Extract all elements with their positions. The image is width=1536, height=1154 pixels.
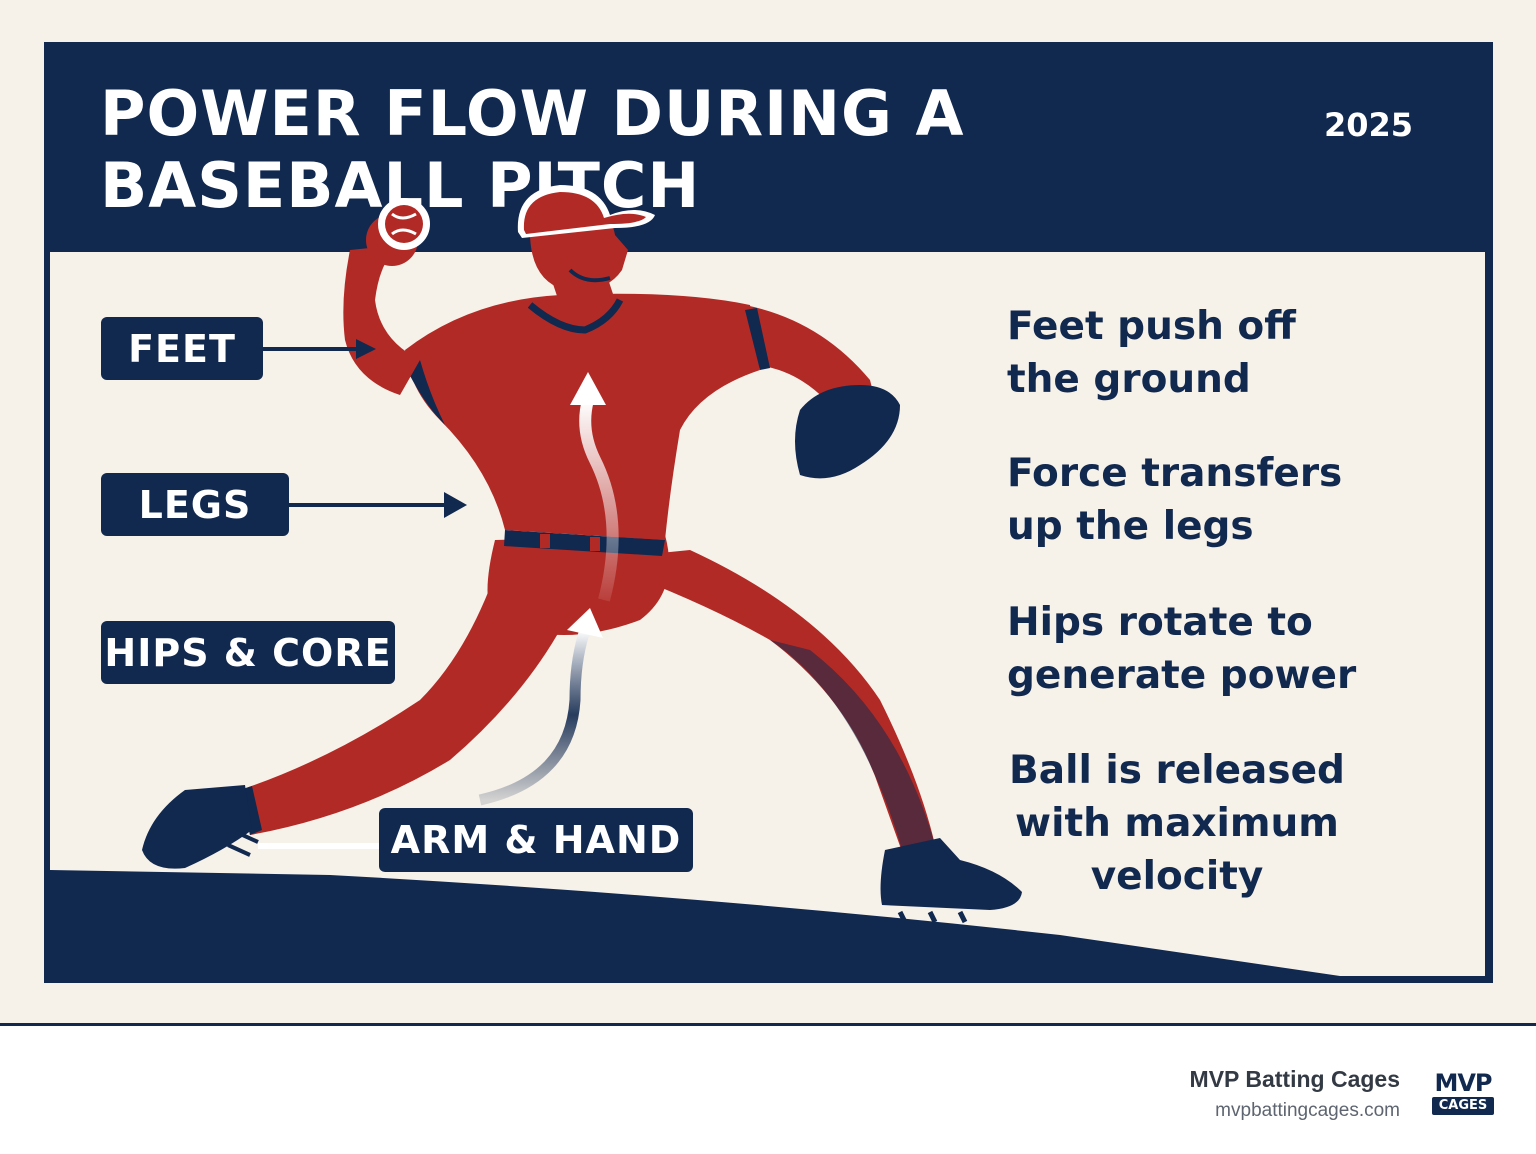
footer: MVP Batting Cages mvpbattingcages.com MV… <box>0 1026 1536 1154</box>
label-hips-core: HIPS & CORE <box>101 621 395 684</box>
legs-pointer-arrow <box>288 492 467 518</box>
power-flow-arrow-upper <box>579 398 619 602</box>
baseball-icon <box>378 198 430 250</box>
cap-icon <box>517 185 655 238</box>
brand-url-link[interactable]: mvpbattingcages.com <box>1215 1100 1400 1121</box>
glove-icon <box>795 385 900 479</box>
throwing-arm <box>343 245 420 395</box>
hips <box>487 535 670 635</box>
brand-name: MVP Batting Cages <box>1189 1066 1400 1092</box>
pitching-mound <box>50 870 1340 976</box>
footer-divider <box>0 1023 1536 1026</box>
step-feet-text: Feet push off the ground <box>1007 304 1296 402</box>
label-legs: LEGS <box>101 473 289 536</box>
logo-text-bottom: CAGES <box>1432 1097 1494 1115</box>
step-hips-text: Hips rotate to generate power <box>1007 600 1357 698</box>
year-badge: 2025 <box>1324 106 1414 144</box>
front-shoe <box>880 838 1022 910</box>
step-legs-text: Force transfers up the legs <box>1007 451 1343 549</box>
power-flow-arrow-lower <box>478 628 591 806</box>
back-leg <box>240 560 560 835</box>
back-shoe <box>142 785 252 869</box>
label-feet: FEET <box>101 317 263 380</box>
feet-pointer-arrow <box>262 339 376 359</box>
label-arm-hand: ARM & HAND <box>379 808 693 872</box>
logo-text-top: MVP <box>1434 1069 1492 1097</box>
brand-logo: MVP CAGES <box>1432 1070 1494 1116</box>
pitcher-illustration <box>50 185 1340 976</box>
step-release-text: Ball is released with maximum velocity <box>1009 748 1345 899</box>
